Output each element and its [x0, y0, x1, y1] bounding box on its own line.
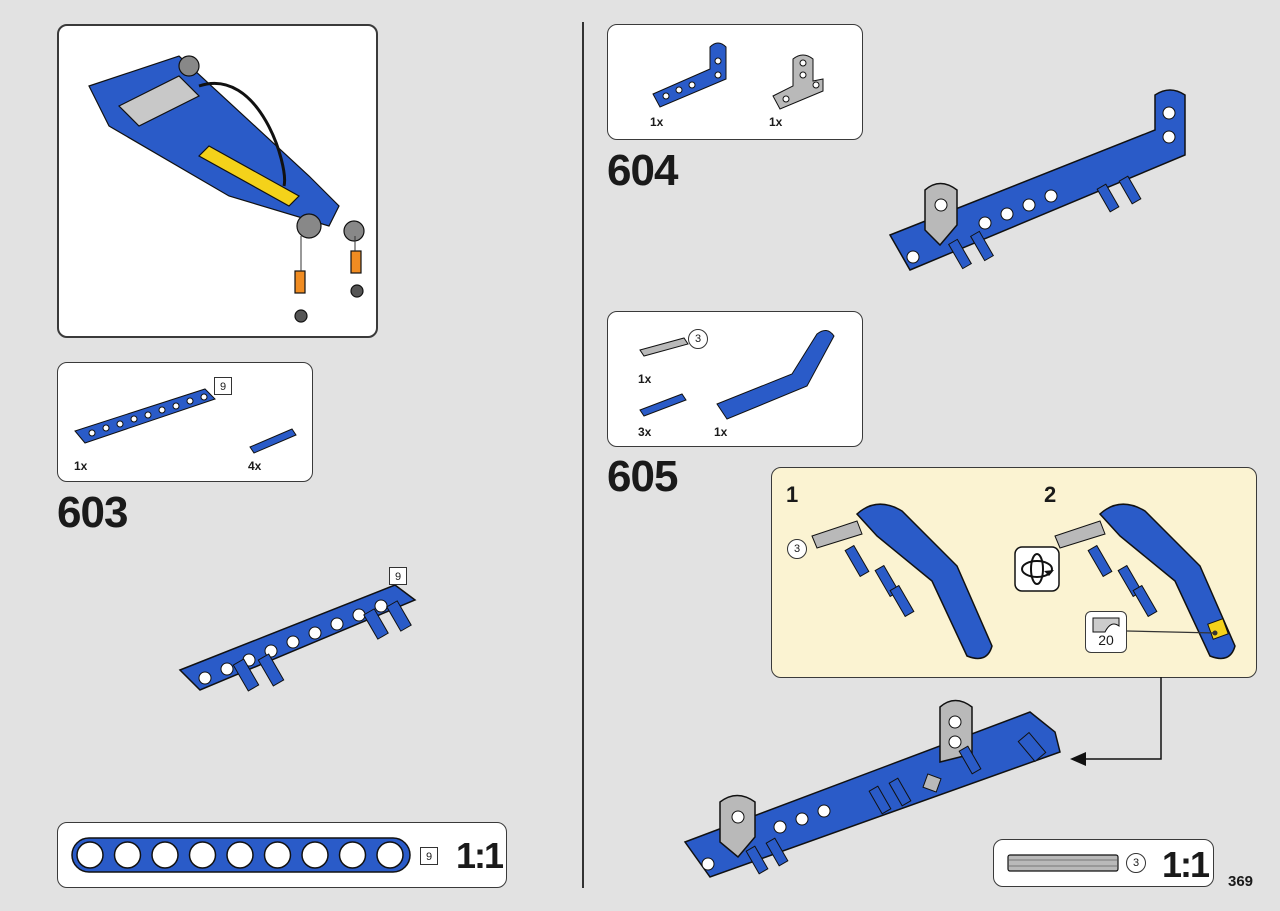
submodel-overview-panel — [57, 24, 378, 338]
part-quantity: 1x — [74, 459, 88, 473]
blue-bent-beam-part — [716, 330, 835, 420]
substep-label: 2 — [1044, 482, 1057, 507]
part-quantity: 1x — [769, 115, 783, 129]
blue-axle-pin-part — [249, 428, 297, 454]
scale-beam-9 — [71, 837, 411, 873]
substep-label: 1 — [786, 482, 799, 507]
scale-size-label: 3 — [1126, 853, 1146, 873]
part-quantity: 4x — [248, 459, 262, 473]
part-quantity: 1x — [650, 115, 664, 129]
part-size-label: 9 — [214, 377, 232, 395]
parts-list-603: 9 1x 4x — [57, 362, 313, 482]
part-quantity: 3x — [638, 425, 652, 439]
blue-axle-pin-part — [639, 393, 687, 417]
crane-arm-illustration — [88, 55, 365, 323]
callout-arrow — [1070, 677, 1162, 766]
sub-assembly-callout: 1 3 2 20 — [771, 467, 1257, 678]
scale-ratio: 1:1 — [456, 835, 504, 876]
parts-list-604: 1x 1x — [607, 24, 863, 140]
substep-2-assembly — [1054, 503, 1236, 660]
page-number: 369 — [1228, 873, 1254, 890]
scale-reference-right: 3 1:1 — [993, 839, 1214, 887]
assembly-size-label: 9 — [389, 567, 407, 585]
gray-t-beam-part — [772, 54, 824, 110]
rotate-model-icon — [1014, 546, 1060, 592]
step-number-604: 604 — [607, 146, 678, 195]
sticker-number: 20 — [1098, 632, 1114, 648]
step-603-assembly — [178, 584, 417, 692]
scale-size-label: 9 — [420, 847, 438, 865]
sticker-pointer-line — [1126, 630, 1218, 636]
step-number-605: 605 — [607, 452, 678, 501]
part-size-label: 3 — [688, 329, 708, 349]
part-quantity: 1x — [714, 425, 728, 439]
sticker-callout: 20 — [1085, 611, 1127, 653]
scale-axle-3 — [1007, 854, 1119, 872]
step-605-assembly — [683, 699, 1061, 878]
gray-axle-3-part — [639, 337, 689, 357]
substep-1-assembly — [811, 503, 993, 660]
step-604-assembly — [888, 89, 1186, 271]
sticker-icon — [1092, 617, 1120, 633]
part-quantity: 1x — [638, 372, 652, 386]
axle-size-label: 3 — [787, 539, 807, 559]
parts-list-605: 3 1x 3x 1x — [607, 311, 863, 447]
blue-beam-9-part — [74, 388, 216, 444]
scale-ratio: 1:1 — [1162, 844, 1210, 885]
step-number-603: 603 — [57, 488, 128, 537]
blue-l-beam-part — [652, 42, 727, 108]
page-divider — [582, 22, 584, 888]
scale-reference-left: 9 1:1 — [57, 822, 507, 888]
